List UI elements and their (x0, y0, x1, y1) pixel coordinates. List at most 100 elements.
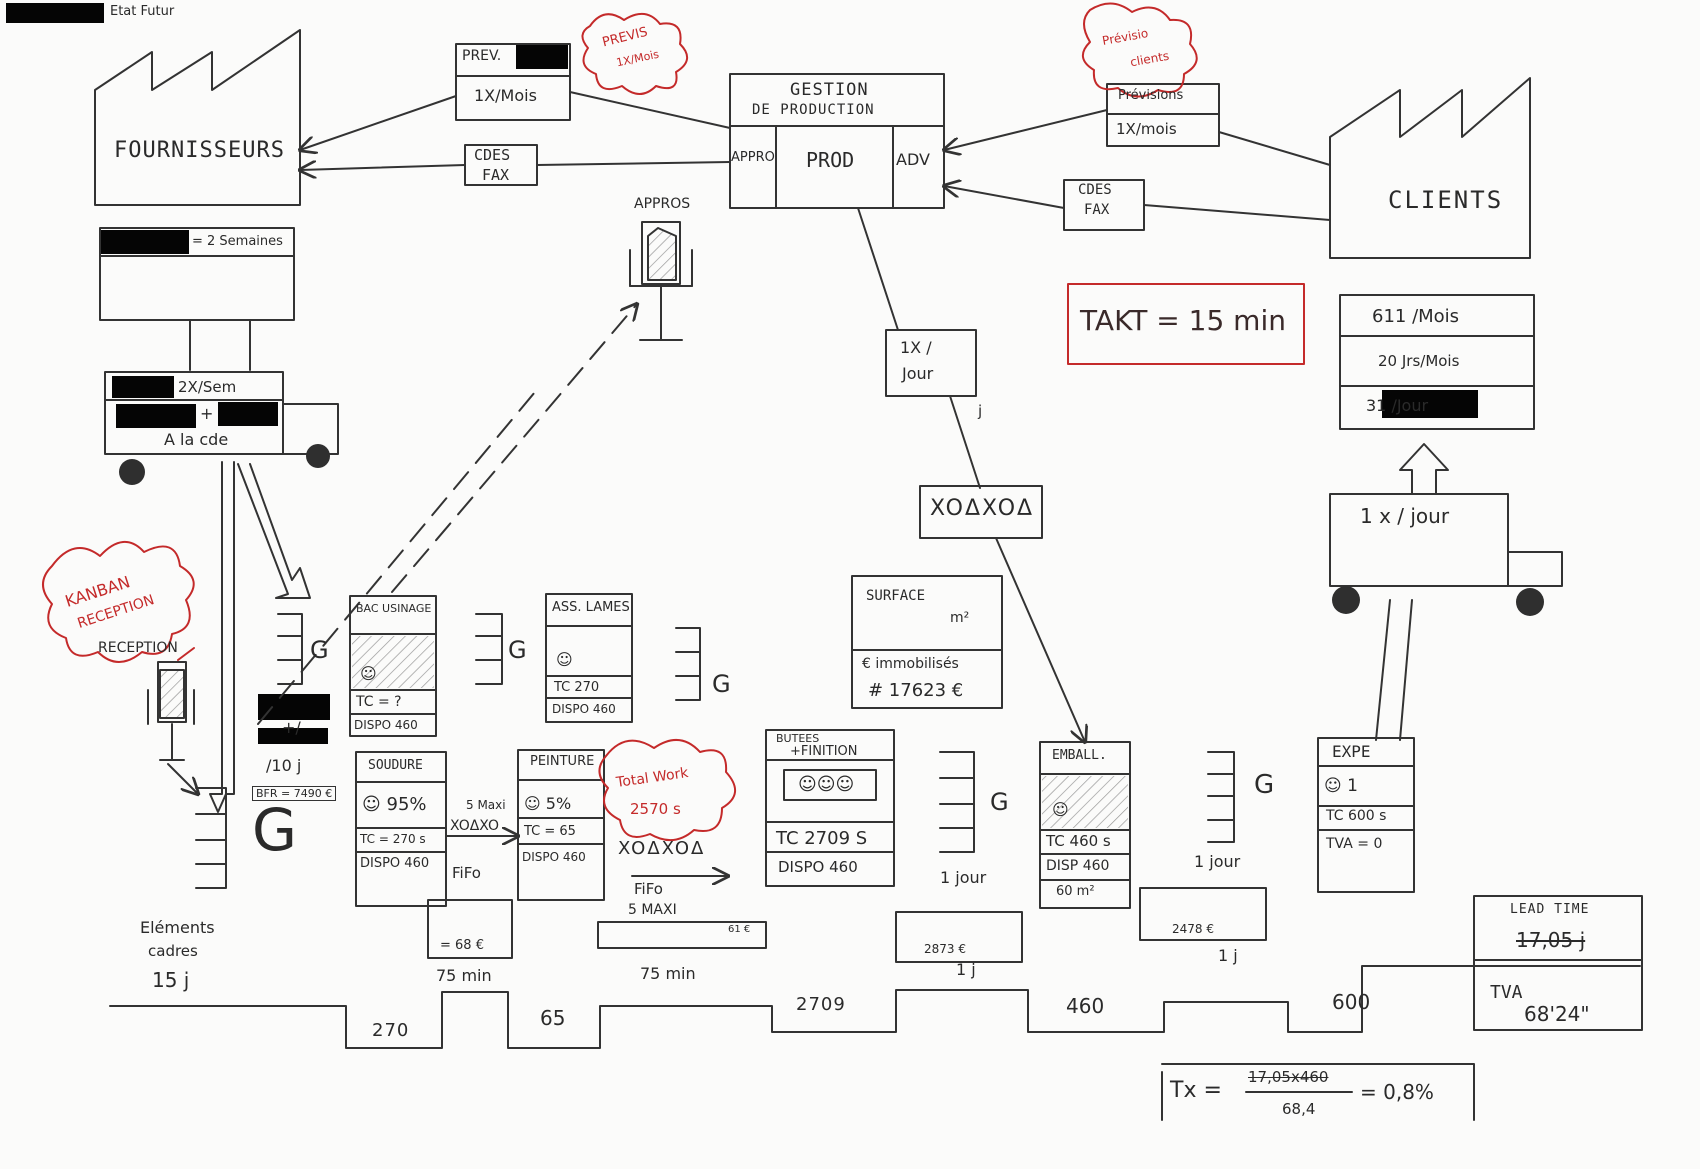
customer-daily: 31 /Jour (1366, 396, 1429, 415)
appros-label: APPROS (634, 196, 691, 212)
truck-frequency: 2X/Sem (178, 378, 237, 396)
reception-label: RECEPTION (98, 640, 178, 656)
surface-value: # 17623 € (868, 680, 964, 701)
process-butees-tc: TC 2709 S (776, 828, 868, 849)
inventory-one-day-a: 1 jour (940, 868, 987, 887)
process-ass-operator: ☺ (556, 650, 573, 669)
supermarket-g-1: G (310, 636, 329, 664)
page-title: Etat Futur (110, 4, 175, 19)
supplier-forecast-title: PREV. (462, 48, 502, 64)
supplier-orders-line1: CDES (474, 146, 511, 164)
control-appro: APPRO (731, 150, 775, 165)
surface-title: SURFACE (866, 588, 926, 604)
lead-time-value: 17,05 j (1516, 928, 1586, 952)
stock-plus: +/ (282, 718, 301, 737)
formula-numerator: 17,05x460 (1248, 1068, 1329, 1086)
fifo2-line2: 5 MAXI (628, 902, 677, 918)
timeline-wait-2: 75 min (640, 964, 696, 983)
timeline-lower-4: 460 (1066, 994, 1105, 1018)
redaction-title (6, 3, 104, 23)
supermarket-g-5: G (1254, 770, 1275, 800)
customer-days: 20 Jrs/Mois (1378, 352, 1460, 370)
supplier-label: FOURNISSEURS (114, 138, 285, 163)
factory-icon (1329, 77, 1531, 259)
customer-demand: 611 /Mois (1372, 306, 1460, 327)
supplier-frequency: = 2 Semaines (192, 234, 283, 249)
customer-forecast-title: Prévisions (1118, 88, 1184, 103)
control-title-top: GESTION (790, 80, 869, 100)
heijunka-box: XOΔXOΔ (930, 496, 1035, 521)
truck-pickup: A la cde (164, 430, 229, 449)
timeline-upper-1: = 68 € (440, 938, 484, 953)
timeline-upper-3: 2873 € (924, 942, 966, 956)
truck-plus: + (200, 404, 214, 423)
kaizen-total-work-line2: 2570 s (630, 800, 681, 818)
surface-line: € immobilisés (862, 656, 959, 672)
redaction-truck-1 (112, 376, 174, 398)
redaction-truck-3 (218, 402, 278, 426)
process-peinture-dispo: DISPO 460 (522, 850, 586, 864)
process-expe-tva: TVA = 0 (1326, 836, 1383, 852)
timeline-lower-1: 270 (372, 1020, 410, 1041)
timeline-upper-2: 61 € (728, 924, 751, 935)
process-peinture-title: PEINTURE (530, 754, 595, 769)
lead-time-title: LEAD TIME (1510, 902, 1590, 917)
timeline-upper-4: 2478 € (1172, 922, 1214, 936)
redaction-customer-daily (1382, 390, 1478, 418)
wheel-icon (119, 444, 1544, 616)
process-ass-dispo: DISPO 460 (552, 702, 616, 716)
process-soudure-operator: ☺ 95% (362, 794, 427, 815)
fifo1-bottom: FiFo (452, 864, 481, 882)
fifo2-line1: FiFo (634, 880, 663, 898)
process-soudure-tc: TC = 270 s (360, 832, 426, 846)
supplier-forecast-freq: 1X/Mois (474, 86, 537, 105)
formula-lhs: Tx = (1170, 1078, 1222, 1103)
process-expe-tc: TC 600 s (1326, 808, 1387, 824)
inventory-one-day-b: 1 jour (1194, 852, 1241, 871)
process-ass-title: ASS. LAMES (552, 600, 630, 615)
process-bac-dispo: DISPO 460 (354, 718, 418, 732)
surface-unit: m² (950, 610, 970, 626)
process-emball-operator: ☺ (1052, 800, 1069, 819)
redaction-prev (516, 43, 568, 69)
schedule-line1: 1X / (900, 338, 932, 357)
supplier-orders-line2: FAX (482, 166, 510, 184)
process-emball-dispo: DISP 460 (1046, 858, 1110, 874)
process-expe-title: EXPE (1332, 742, 1371, 761)
takt-time: TAKT = 15 min (1080, 304, 1286, 337)
redaction-supplier-name (99, 230, 189, 254)
customer-forecast-freq: 1X/mois (1116, 120, 1177, 138)
schedule-suffix: j (978, 402, 983, 420)
fifo2-heijunka: XOΔXOΔ (618, 838, 706, 859)
elements-line2: cadres (148, 942, 198, 960)
fifo1-top: 5 Maxi (466, 798, 506, 812)
process-bac-title: BAC USINAGE (356, 602, 432, 615)
elements-line1: Eléments (140, 918, 215, 937)
supermarket-g-2: G (508, 636, 527, 664)
process-peinture-tc: TC = 65 (524, 824, 576, 839)
process-butees-title1: BUTEES (776, 732, 820, 745)
lead-time-tva-value: 68'24" (1524, 1002, 1590, 1026)
elements-line3: 15 j (152, 968, 190, 992)
process-butees-operators: ☺☺☺ (798, 774, 855, 795)
process-butees-title2: +FINITION (790, 744, 858, 759)
control-adv: ADV (896, 150, 930, 169)
timeline-wait-1: 75 min (436, 966, 492, 985)
process-soudure-title: SOUDURE (368, 758, 423, 773)
timeline-wait-4: 1 j (1218, 946, 1238, 965)
customer-truck-frequency: 1 x / jour (1360, 504, 1450, 528)
process-soudure-dispo: DISPO 460 (360, 856, 430, 871)
process-emball-surface: 60 m² (1056, 884, 1095, 899)
timeline-lower-3: 2709 (796, 994, 846, 1015)
redaction-truck-2 (116, 404, 196, 428)
process-emball-title: EMBALL. (1052, 748, 1107, 763)
process-bac-tc: TC = ? (356, 694, 402, 710)
timeline-lower-2: 65 (540, 1006, 566, 1030)
bfr-value: BFR = 7490 € (252, 786, 337, 801)
stock-days: /10 j (266, 756, 302, 775)
process-bac-operator: ☺ (360, 664, 377, 683)
supermarket-g-4: G (990, 788, 1009, 816)
lead-time-tva-label: TVA (1490, 982, 1523, 1003)
